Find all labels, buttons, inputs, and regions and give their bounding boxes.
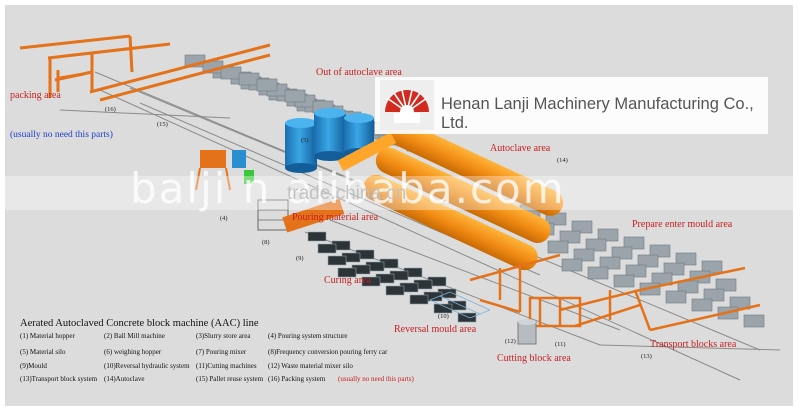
block-stack bbox=[599, 256, 621, 270]
legend-item: (10)Reversal hydraulic system bbox=[104, 362, 190, 370]
callout-11: (11) bbox=[555, 341, 566, 348]
block-stack bbox=[675, 252, 697, 266]
out-of-autoclave-area-label: Out of autoclave area bbox=[316, 67, 402, 78]
block-stack bbox=[573, 248, 595, 262]
callout-13: (13) bbox=[641, 353, 652, 360]
callout-8: (8) bbox=[262, 239, 270, 246]
cutting-block-area-label: Cutting block area bbox=[497, 353, 571, 364]
legend-item: (3)Slurry store area bbox=[196, 332, 251, 340]
mould bbox=[317, 243, 337, 254]
legend-item: (2) Ball Mill machine bbox=[104, 332, 165, 340]
callout-16: (16) bbox=[105, 106, 116, 113]
legend-item: (11)Cutting machines bbox=[196, 362, 257, 370]
mould bbox=[361, 276, 381, 287]
callout-15: (15) bbox=[157, 121, 168, 128]
block-stack bbox=[547, 240, 569, 254]
mould bbox=[457, 312, 477, 323]
company-name: Henan Lanji Machinery Manufacturing Co.,… bbox=[441, 95, 754, 132]
pouring-material-area-label: Pouring material area bbox=[292, 212, 379, 223]
block-stack bbox=[561, 258, 583, 272]
company-logo-icon bbox=[380, 80, 434, 130]
block-stack bbox=[585, 238, 607, 252]
legend-item: (9)Mould bbox=[20, 362, 47, 370]
legend-item: (8)Frequency conversion pouring ferry ca… bbox=[268, 348, 388, 356]
legend-item: (14)Autoclave bbox=[104, 375, 145, 383]
autoclave-area-label: Autoclave area bbox=[490, 143, 551, 154]
rail-lines bbox=[59, 71, 781, 381]
watermark-url: balji n alibaba.com bbox=[130, 164, 566, 213]
block-stack bbox=[665, 290, 687, 304]
block-stack bbox=[597, 228, 619, 242]
company-banner: Henan Lanji Machinery Manufacturing Co.,… bbox=[375, 77, 768, 134]
packing-gantry bbox=[19, 34, 271, 102]
mould bbox=[409, 294, 429, 305]
waste-mixer-silo bbox=[517, 319, 537, 345]
block-stack bbox=[284, 89, 306, 103]
watermark-trade: trade.china.cn bbox=[287, 183, 407, 204]
block-stack bbox=[701, 260, 723, 274]
block-stack bbox=[715, 278, 737, 292]
packing-area-label: packing area bbox=[10, 90, 61, 101]
block-stack bbox=[637, 254, 659, 268]
callout-9: (9) bbox=[296, 255, 304, 262]
legend-item: (5) Material silo bbox=[20, 348, 66, 356]
transport-blocks-area-label: Transport blocks area bbox=[650, 339, 737, 350]
legend-item: (6) weighing hopper bbox=[104, 348, 162, 356]
cutting-frames bbox=[469, 253, 761, 332]
legend-item: (12) Waste material mixer silo bbox=[268, 362, 353, 370]
block-stack bbox=[587, 266, 609, 280]
callout-14: (14) bbox=[557, 157, 568, 164]
legend-item: (1) Material hopper bbox=[20, 332, 75, 340]
callout-10: (10) bbox=[438, 313, 449, 320]
mould bbox=[327, 255, 347, 266]
block-stack bbox=[623, 236, 645, 250]
block-stack bbox=[559, 230, 581, 244]
block-stack bbox=[238, 72, 260, 86]
mould bbox=[307, 231, 327, 242]
block-stack bbox=[691, 298, 713, 312]
block-stack bbox=[743, 314, 765, 328]
block-stack bbox=[611, 246, 633, 260]
block-stack bbox=[220, 66, 242, 80]
prepare-enter-mould-area-label: Prepare enter mould area bbox=[632, 219, 733, 230]
curing-area-label: Curing area bbox=[324, 275, 371, 286]
legend-item: (15) Pallet reuse system bbox=[196, 375, 264, 383]
block-stack bbox=[571, 220, 593, 234]
mould bbox=[337, 267, 357, 278]
block-stack bbox=[613, 274, 635, 288]
block-stack bbox=[649, 244, 671, 258]
watermark-band bbox=[0, 176, 800, 210]
legend-item: (4) Pouring system structure bbox=[268, 332, 348, 340]
legend-title: Aerated Autoclaved Concrete block machin… bbox=[20, 318, 259, 329]
block-stack bbox=[663, 262, 685, 276]
legend-packing-note: (usually no need this parts) bbox=[338, 375, 414, 383]
pouring-structure bbox=[195, 132, 397, 233]
reversal-hydraulic-system bbox=[429, 291, 491, 319]
reversal-mould-area-label: Reversal mould area bbox=[394, 324, 477, 335]
block-stack bbox=[703, 288, 725, 302]
block-stack bbox=[256, 78, 278, 92]
legend-item: (7) Pouring mixer bbox=[196, 348, 247, 356]
mould bbox=[385, 285, 405, 296]
block-stack bbox=[625, 264, 647, 278]
callout-4: (4) bbox=[220, 215, 228, 222]
callout-12: (12) bbox=[505, 338, 516, 345]
packing-area-note: (usually no need this parts) bbox=[10, 130, 113, 140]
curing-moulds bbox=[307, 231, 477, 323]
legend-item: (13)Transport block system bbox=[20, 375, 98, 383]
autoclaves bbox=[363, 120, 564, 271]
callout-5: (5) bbox=[301, 137, 309, 144]
legend-item: (16) Packing system bbox=[268, 375, 326, 383]
mould bbox=[433, 303, 453, 314]
